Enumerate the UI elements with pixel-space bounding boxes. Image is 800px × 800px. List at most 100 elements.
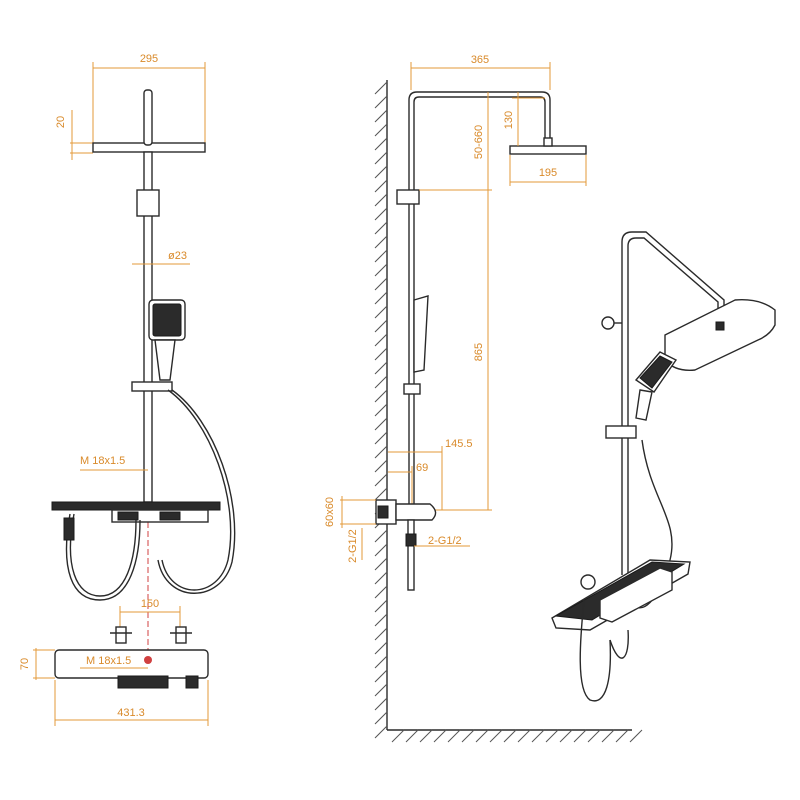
dim-height-label: 70 (19, 658, 31, 670)
side-overhead-head (509, 145, 587, 155)
hatch-line (374, 375, 388, 389)
dim-body-depth: 145.5 (388, 438, 473, 510)
hatch-line (374, 207, 388, 221)
hatch-line (374, 389, 388, 403)
hatch-line (419, 729, 433, 743)
wall-hatching (374, 81, 643, 743)
iso-hose (629, 439, 673, 609)
hatch-line (374, 347, 388, 361)
iso-lower-pipe (579, 599, 612, 702)
dim-drop-range: 50-660 (473, 92, 489, 190)
shower-hose (161, 389, 232, 591)
hatch-line (374, 487, 388, 501)
hatch-line (374, 403, 388, 417)
hatch-line (374, 431, 388, 445)
side-slide-holder (403, 383, 421, 395)
hatch-line (374, 81, 388, 95)
hatch-line (559, 729, 573, 743)
dim-body-depth-label: 145.5 (445, 438, 473, 450)
hatch-line (374, 179, 388, 193)
dim-thread-lower-label: M 18x1.5 (86, 655, 131, 667)
hatch-line (374, 529, 388, 543)
hatch-line (374, 165, 388, 179)
inlet-left (115, 626, 127, 644)
hatch-line (374, 725, 388, 739)
hatch-line (374, 571, 388, 585)
inlet-right (175, 626, 187, 644)
wall-bracket (136, 189, 160, 217)
dim-rail-height-label: 865 (473, 343, 485, 361)
hatch-line (531, 729, 545, 743)
control-buttons (117, 675, 169, 689)
hatch-line (374, 459, 388, 473)
hatch-line (374, 95, 388, 109)
front-view: 295 20 ø23 M 18x1.5 (19, 53, 236, 726)
hatch-line (374, 137, 388, 151)
dim-rail-height: 865 (432, 190, 492, 511)
dim-head-width-label: 295 (140, 53, 158, 65)
hatch-line (374, 473, 388, 487)
hatch-line (374, 711, 388, 725)
hatch-line (475, 729, 489, 743)
hand-shower-handle (154, 339, 176, 381)
hatch-line (489, 729, 503, 743)
dim-inlet-left-label: 2-G1/2 (347, 529, 359, 563)
hatch-line (374, 319, 388, 333)
dim-inlet-right-label: 2-G1/2 (428, 535, 462, 547)
hatch-line (374, 249, 388, 263)
iso-slide-holder (605, 425, 637, 439)
hatch-line (374, 543, 388, 557)
hatch-line (374, 683, 388, 697)
dim-head-height: 130 (503, 92, 545, 146)
dim-inlet-spacing: 150 (119, 598, 181, 630)
hatch-line (545, 729, 559, 743)
hatch-line (374, 151, 388, 165)
hatch-line (503, 729, 517, 743)
hatch-line (374, 417, 388, 431)
dim-thread-lower: M 18x1.5 (80, 655, 148, 669)
control-panel-body (54, 649, 209, 679)
dim-head-thickness-label: 20 (55, 116, 67, 128)
hatch-line (374, 613, 388, 627)
hatch-line (433, 729, 447, 743)
side-hand-shower (413, 295, 429, 373)
slide-holder (131, 381, 173, 392)
hatch-line (615, 729, 629, 743)
hatch-line (374, 445, 388, 459)
hatch-line (374, 291, 388, 305)
dim-head-thickness: 20 (55, 110, 93, 160)
dim-arm-reach: 365 (410, 54, 551, 90)
side-wall-bracket (396, 189, 420, 205)
hatch-line (374, 669, 388, 683)
hatch-line (374, 221, 388, 235)
hatch-line (374, 655, 388, 669)
lower-pipe-left (65, 513, 141, 601)
dim-inlet-right: 2-G1/2 (414, 535, 470, 547)
dim-head-depth-label: 195 (539, 167, 557, 179)
dim-width-label: 431.3 (117, 707, 145, 719)
hatch-line (461, 729, 475, 743)
iso-wall-bracket (601, 316, 615, 330)
hatch-line (374, 235, 388, 249)
hatch-line (573, 729, 587, 743)
hatch-line (374, 263, 388, 277)
hatch-line (629, 729, 643, 743)
dim-height: 70 (19, 648, 55, 680)
isometric-view (551, 231, 776, 702)
hatch-line (374, 361, 388, 375)
hand-shower-face (152, 303, 182, 337)
hatch-line (447, 729, 461, 743)
hatch-line (374, 123, 388, 137)
hatch-line (374, 193, 388, 207)
hatch-line (374, 585, 388, 599)
dim-inlet-spacing-label: 150 (141, 598, 159, 610)
hatch-line (391, 729, 405, 743)
iso-overhead-head (664, 299, 776, 371)
hatch-line (374, 277, 388, 291)
dim-thread-upper-label: M 18x1.5 (80, 455, 125, 467)
dim-bracket-size: 60x60 (324, 496, 376, 528)
hatch-line (587, 729, 601, 743)
side-mixer-body (395, 503, 437, 521)
